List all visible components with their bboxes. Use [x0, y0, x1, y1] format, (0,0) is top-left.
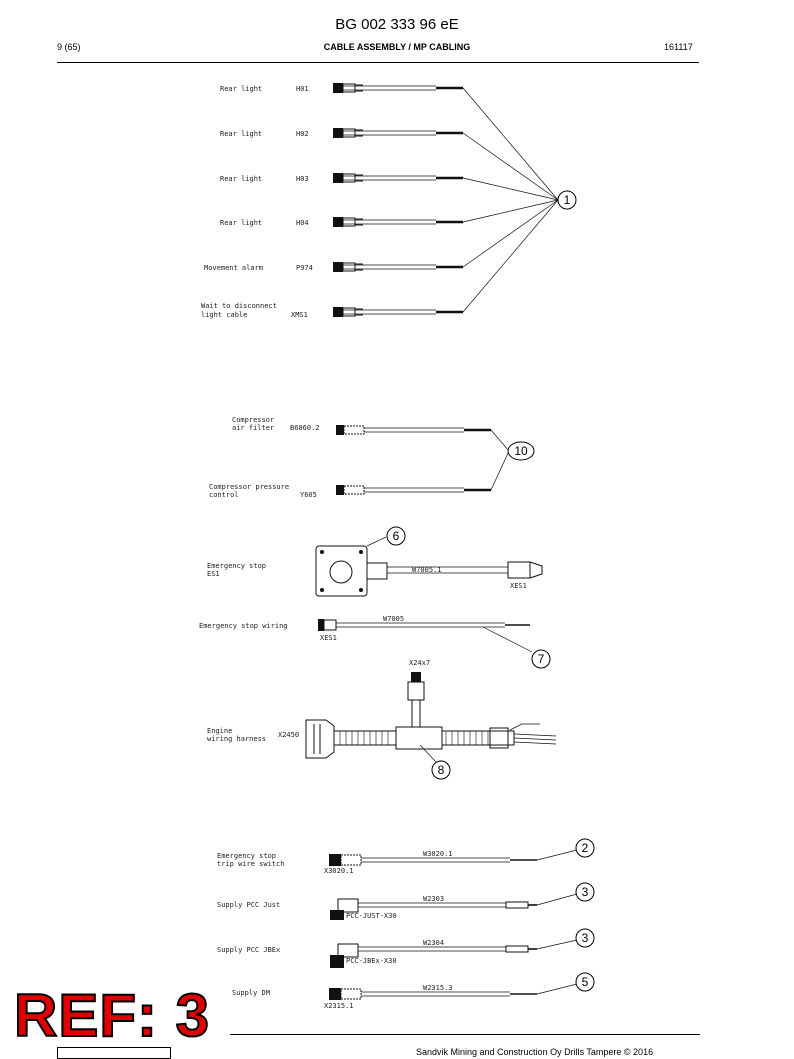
supply-dm-label: Supply DM — [232, 989, 270, 997]
callout-7-number: 7 — [538, 652, 545, 666]
callout-3 — [575, 882, 595, 902]
trip-wire-cable: Emergency stop trip wire switch W3020.1 … — [217, 850, 537, 875]
compressor-code: B6060.2 — [290, 424, 320, 432]
engine-code: X2450 — [278, 731, 299, 739]
compressor-pressure-row: Compressor pressure control Y605 — [209, 483, 493, 499]
callout-3-number: 3 — [582, 885, 589, 899]
section-title: CABLE ASSEMBLY / MP CABLING — [323, 42, 471, 52]
callout-2-number: 2 — [582, 841, 589, 855]
engine-label-line2: wiring harness — [207, 735, 266, 743]
movement-alarm-label: Movement alarm — [204, 264, 263, 272]
callout-7 — [531, 649, 551, 669]
rear-light-code: H02 — [296, 130, 309, 138]
callout-8-number: 8 — [438, 763, 445, 777]
callout-3-number: 3 — [582, 931, 589, 945]
movement-alarm-row: Movement alarm P974 — [204, 261, 465, 273]
disconnect-label-line2: light cable — [201, 311, 247, 319]
estop-connector: XES1 — [510, 582, 527, 590]
rear-light-code: H03 — [296, 175, 309, 183]
trip-label-line2: trip wire switch — [217, 860, 284, 868]
callout-5-number: 5 — [582, 975, 589, 989]
pcc-jbex-wire: W2304 — [423, 939, 444, 947]
trip-connector: X3020.1 — [324, 867, 354, 875]
pcc-just-wire: W2303 — [423, 895, 444, 903]
rear-light-row: Rear light H02 — [220, 127, 465, 139]
movement-alarm-code: P974 — [296, 264, 313, 272]
page-number: 9 (65) — [57, 42, 81, 52]
callout-3 — [575, 928, 595, 948]
pcc-jbex-connector: PCC-JBEx-X30 — [346, 957, 397, 965]
engine-branch-code: X24x7 — [409, 659, 430, 667]
estop-wiring-wire: W7005 — [383, 615, 404, 623]
supply-dm-cable: Supply DM W2315.3 X2315.1 — [232, 984, 537, 1010]
header-rule — [57, 62, 699, 63]
rear-light-label: Rear light — [220, 85, 262, 93]
compressor-air-filter-row: Compressor air filter B6060.2 — [232, 416, 493, 435]
callout-10-number: 10 — [514, 444, 528, 458]
callout-1 — [557, 190, 577, 210]
rear-light-row: Rear light H01 — [220, 82, 465, 94]
estop-wire: W7005.1 — [412, 566, 442, 574]
callout-5 — [575, 972, 595, 992]
rear-light-row: Rear light H04 — [220, 216, 465, 228]
engine-label-line1: Engine — [207, 727, 232, 735]
rear-light-label: Rear light — [220, 219, 262, 227]
rear-light-code: H04 — [296, 219, 309, 227]
disconnect-light-row: Wait to disconnect light cable XMS1 — [201, 302, 465, 319]
supply-pcc-jbex-cable: Supply PCC JBEx W2304 PCC-JBEx-X30 — [217, 939, 537, 968]
callout-10-leaders — [490, 429, 510, 491]
pcc-jbex-label: Supply PCC JBEx — [217, 946, 280, 954]
date-code: 161117 — [664, 42, 693, 52]
supply-pcc-just-cable: Supply PCC Just W2303 PCC-JUST-X30 — [217, 895, 537, 920]
estop-wiring-label: Emergency stop wiring — [199, 622, 288, 630]
compressor-label-line1: Compressor — [232, 416, 274, 424]
ref-stamp: REF: 3 — [13, 982, 211, 1049]
pcc-just-connector: PCC-JUST-X30 — [346, 912, 397, 920]
callout-1-leaders — [462, 87, 559, 313]
compressor-pressure-code: Y605 — [300, 491, 317, 499]
trip-wire: W3020.1 — [423, 850, 453, 858]
emergency-stop-wiring: Emergency stop wiring W7005 XES1 — [199, 615, 530, 642]
footer-copyright: Sandvik Mining and Construction Oy Drill… — [416, 1047, 654, 1057]
pcc-just-label: Supply PCC Just — [217, 901, 280, 909]
rear-light-code: H01 — [296, 85, 309, 93]
callout-10 — [507, 441, 535, 461]
rear-light-row: Rear light H03 — [220, 172, 465, 184]
rear-light-label: Rear light — [220, 175, 262, 183]
emergency-stop-box: Emergency stop ES1 W7005.1 XES1 — [207, 545, 543, 597]
disconnect-code: XMS1 — [291, 311, 308, 319]
rear-light-label: Rear light — [220, 130, 262, 138]
disconnect-label-line1: Wait to disconnect — [201, 302, 277, 310]
engine-wiring-harness: Engine wiring harness X2450 X24x7 — [207, 659, 557, 759]
estop-wiring-connector: XES1 — [320, 634, 337, 642]
supply-dm-connector: X2315.1 — [324, 1002, 354, 1010]
callout-6 — [386, 526, 406, 546]
callout-1-number: 1 — [564, 193, 571, 207]
trip-label-line1: Emergency stop — [217, 852, 276, 860]
compressor-label-line2: air filter — [232, 424, 274, 432]
callout-8 — [431, 760, 451, 780]
footer-rule — [230, 1034, 700, 1035]
estop-label-line2: ES1 — [207, 570, 220, 578]
callout-6-number: 6 — [393, 529, 400, 543]
compressor-pressure-line2: control — [209, 491, 239, 499]
compressor-pressure-line1: Compressor pressure — [209, 483, 289, 491]
estop-label-line1: Emergency stop — [207, 562, 266, 570]
callout-2 — [575, 838, 595, 858]
supply-dm-wire: W2315.3 — [423, 984, 453, 992]
document-number: BG 002 333 96 eE — [335, 16, 459, 33]
